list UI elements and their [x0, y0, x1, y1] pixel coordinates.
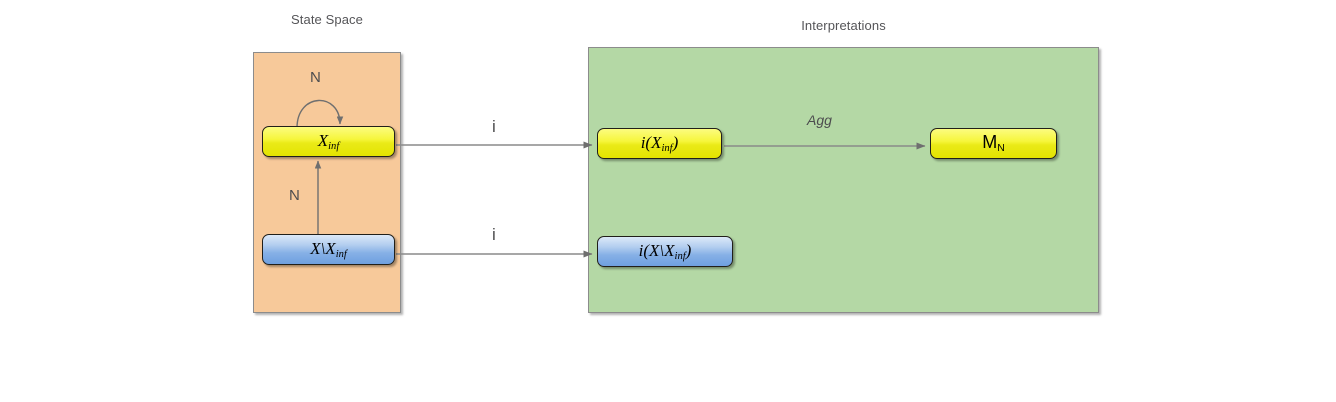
node-m-n[interactable]: MN — [930, 128, 1057, 159]
node-m-n-label: MN — [982, 132, 1005, 155]
edge-label-x-minus-to-i-x-minus: i — [492, 225, 496, 244]
node-i-x-inf[interactable]: i(Xinf) — [597, 128, 722, 159]
panel-state-space — [253, 52, 401, 313]
node-x-minus-x-inf[interactable]: X\Xinf — [262, 234, 395, 265]
panel-title-interpretations: Interpretations — [801, 18, 886, 33]
node-x-inf-label: Xinf — [317, 130, 340, 152]
edge-label-x-inf-to-i-x-inf: i — [492, 117, 496, 136]
panel-title-state-space: State Space — [291, 12, 363, 27]
node-i-x-minus-x-inf[interactable]: i(X\Xinf) — [597, 236, 733, 267]
node-x-inf[interactable]: Xinf — [262, 126, 395, 157]
edge-label-x-minus-to-x-inf: N — [289, 187, 300, 204]
node-i-x-minus-x-inf-label: i(X\Xinf) — [638, 240, 692, 262]
edge-label-i-x-inf-to-m-n: Agg — [807, 112, 832, 128]
node-i-x-inf-label: i(Xinf) — [640, 132, 679, 154]
edge-label-self-loop-n: N — [310, 69, 321, 86]
panel-interpretations — [588, 47, 1099, 313]
node-x-minus-x-inf-label: X\Xinf — [310, 238, 347, 260]
